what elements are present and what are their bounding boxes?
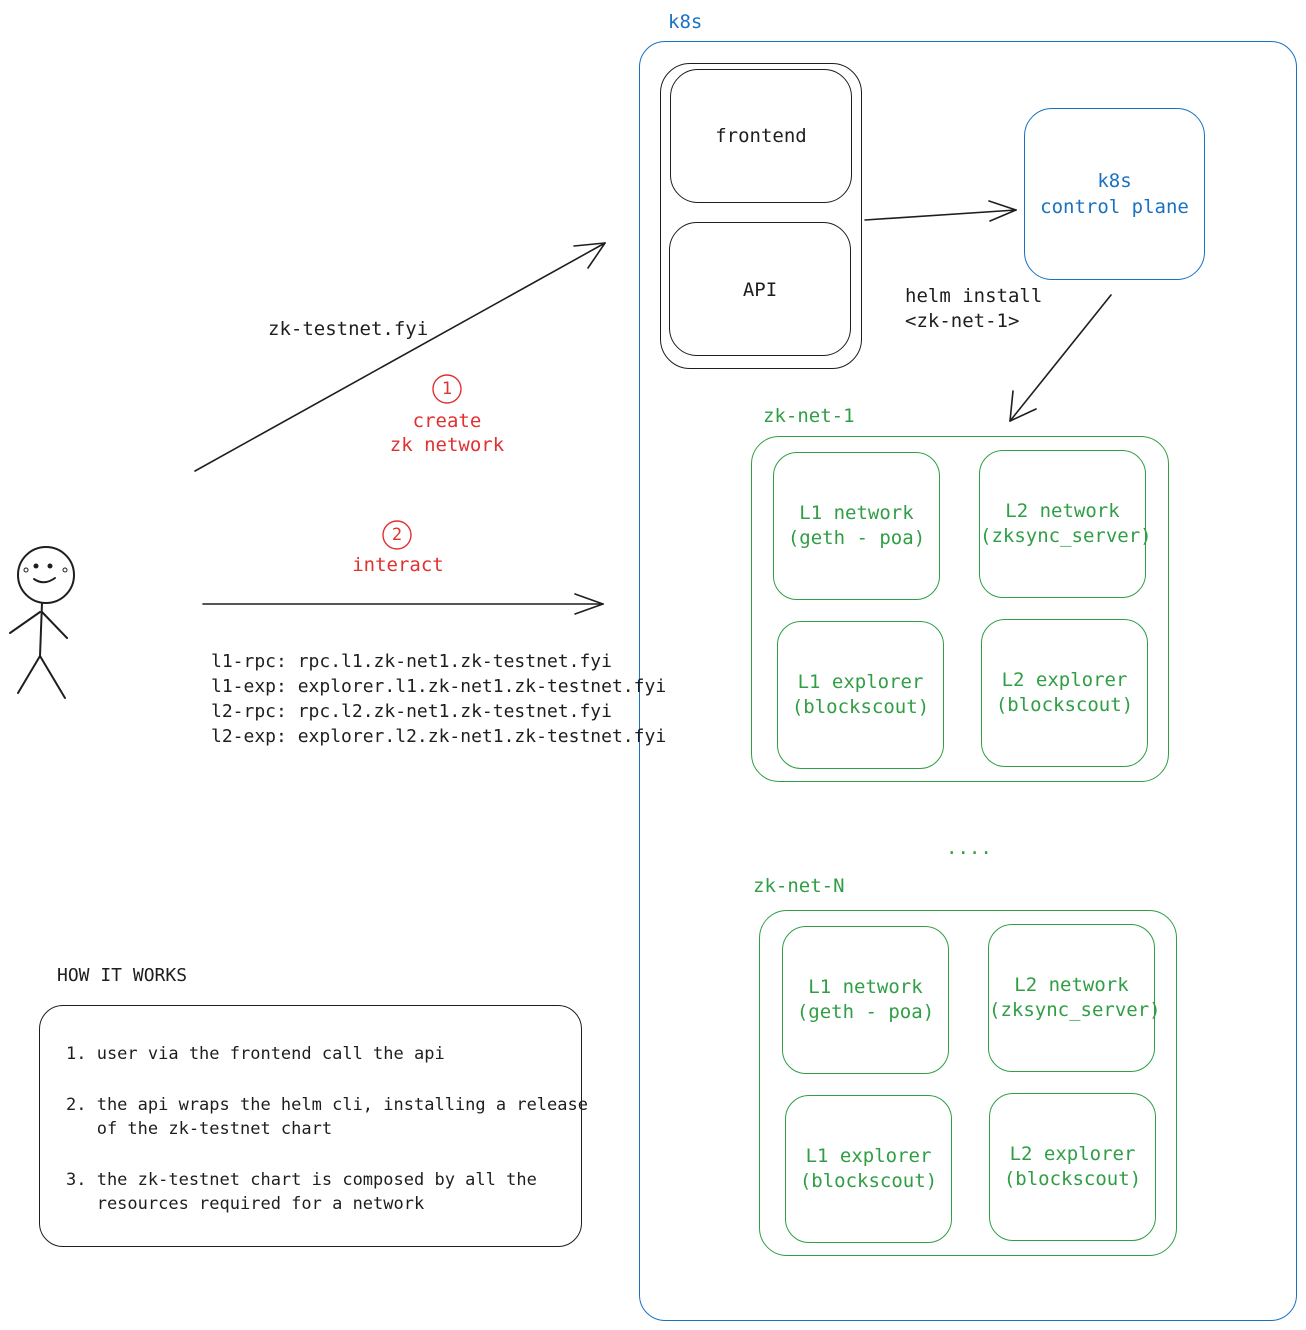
- service-name: L1 network: [808, 976, 923, 998]
- create-arrow: [194, 242, 606, 472]
- service-detail: (zksync_server): [989, 999, 1161, 1021]
- step2-line-1: interact: [352, 554, 444, 576]
- step2-circle: [382, 520, 412, 550]
- zk-net-n-l2-explorer-box: L2 explorer (blockscout): [989, 1093, 1156, 1241]
- control-plane-line-2: control plane: [1040, 196, 1189, 218]
- k8s-cluster-container: [639, 41, 1297, 1321]
- k8s-cluster-label: k8s: [668, 11, 703, 33]
- frontend-label: frontend: [715, 125, 807, 147]
- service-name: L1 network: [799, 502, 914, 524]
- step1-circle: [432, 374, 462, 404]
- service-name: L1 explorer: [805, 1145, 932, 1167]
- zk-net-1-container: [751, 436, 1169, 782]
- helm-install-line-1: helm install: [905, 285, 1043, 307]
- endpoint-l1-rpc: l1-rpc: rpc.l1.zk-net1.zk-testnet.fyi: [211, 651, 612, 672]
- zk-net-n-l2-network-box: L2 network (zksync_server): [988, 924, 1161, 1072]
- service-name: L2 explorer: [1009, 1143, 1136, 1165]
- step1-line-2: zk network: [389, 434, 505, 456]
- app-container: [660, 63, 862, 369]
- app-to-control-plane-arrow: [864, 200, 1017, 222]
- how-it-works-item-2-line-2: of the zk-testnet chart: [66, 1119, 333, 1139]
- step1-line-1: create: [412, 410, 482, 432]
- how-it-works-item-3-line-2: resources required for a network: [66, 1194, 425, 1214]
- api-label: API: [742, 279, 778, 301]
- zk-net-1-l2-explorer-box: L2 explorer (blockscout): [981, 619, 1148, 767]
- service-name: L2 network: [1014, 974, 1129, 996]
- endpoint-l2-exp: l2-exp: explorer.l2.zk-net1.zk-testnet.f…: [211, 726, 667, 747]
- zk-net-1-label: zk-net-1: [763, 405, 855, 427]
- service-detail: (zksync_server): [980, 525, 1152, 547]
- service-detail: (geth - poa): [787, 527, 926, 549]
- user-stick-figure-icon: [9, 546, 75, 699]
- api-box: API: [669, 222, 851, 356]
- control-plane-line-1: k8s: [1097, 170, 1132, 192]
- frontend-box: frontend: [670, 69, 852, 203]
- zk-net-1-l2-network-box: L2 network (zksync_server): [979, 450, 1152, 598]
- zk-net-n-l1-network-box: L1 network (geth - poa): [782, 926, 949, 1074]
- zk-net-1-l1-explorer-box: L1 explorer (blockscout): [777, 621, 944, 769]
- how-it-works-title: HOW IT WORKS: [57, 965, 188, 986]
- k8s-control-plane-box: k8s control plane: [1024, 108, 1205, 280]
- helm-install-line-2: <zk-net-1>: [905, 310, 1020, 332]
- zk-net-n-l1-explorer-box: L1 explorer (blockscout): [785, 1095, 952, 1243]
- service-name: L2 network: [1005, 500, 1120, 522]
- service-name: L2 explorer: [1001, 669, 1128, 691]
- endpoint-l1-exp: l1-exp: explorer.l1.zk-net1.zk-testnet.f…: [211, 676, 667, 697]
- service-detail: (blockscout): [791, 696, 930, 718]
- interact-arrow: [202, 593, 604, 615]
- how-it-works-item-1-line-1: 1. user via the frontend call the api: [66, 1044, 445, 1064]
- service-detail: (blockscout): [799, 1170, 938, 1192]
- zk-net-1-l1-network-box: L1 network (geth - poa): [773, 452, 940, 600]
- service-detail: (blockscout): [995, 694, 1134, 716]
- control-plane-to-net-arrow: [1009, 294, 1112, 422]
- step2-number: 2: [391, 525, 403, 545]
- zk-net-n-label: zk-net-N: [753, 875, 845, 897]
- service-detail: (blockscout): [1003, 1168, 1142, 1190]
- how-it-works-item-3-line-1: 3. the zk-testnet chart is composed by a…: [66, 1170, 537, 1190]
- step1-number: 1: [441, 379, 453, 399]
- how-it-works-box: 1. user via the frontend call the api 2.…: [39, 1005, 588, 1247]
- zk-net-n-container: [759, 910, 1177, 1256]
- endpoint-l2-rpc: l2-rpc: rpc.l2.zk-net1.zk-testnet.fyi: [211, 701, 612, 722]
- more-networks-ellipsis: ....: [946, 837, 992, 859]
- url-label: zk-testnet.fyi: [268, 318, 429, 340]
- service-detail: (geth - poa): [796, 1001, 935, 1023]
- how-it-works-item-2-line-1: 2. the api wraps the helm cli, installin…: [66, 1095, 588, 1115]
- service-name: L1 explorer: [797, 671, 924, 693]
